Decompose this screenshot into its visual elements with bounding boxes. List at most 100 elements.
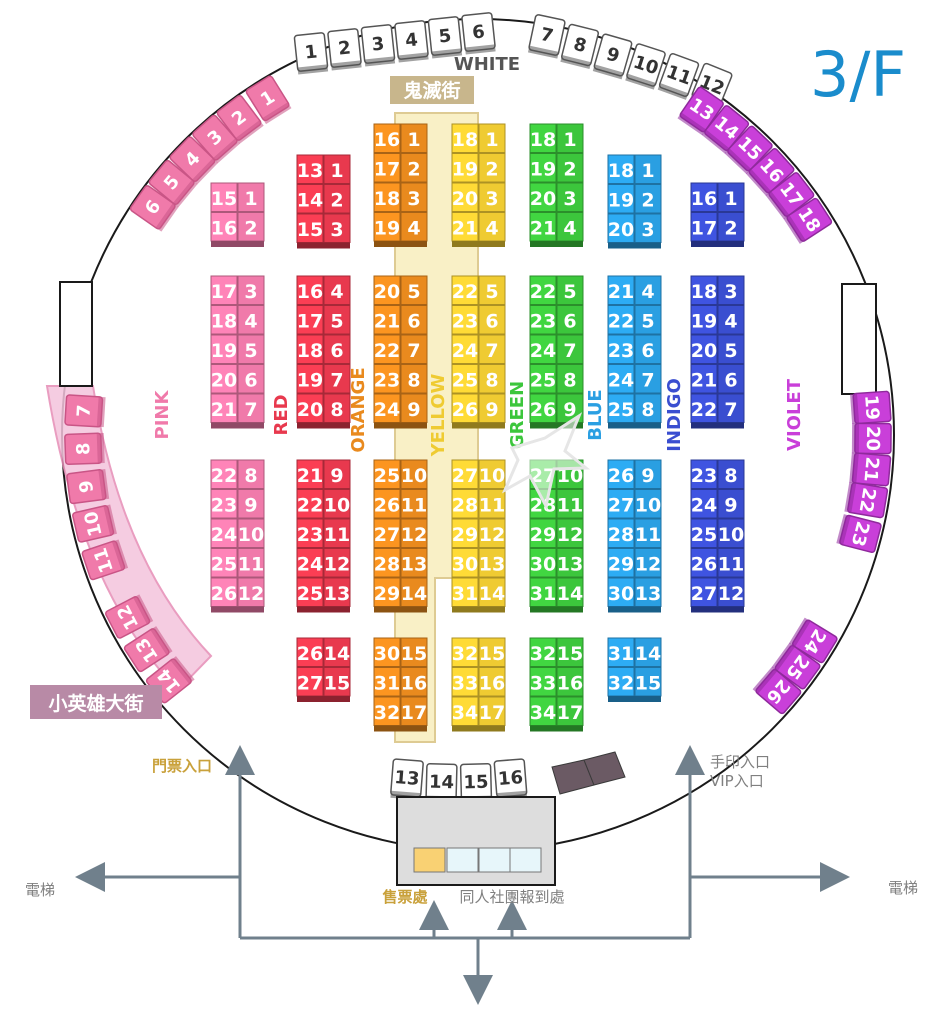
booth-red-27[interactable]: 27 bbox=[296, 667, 324, 697]
booth-orange-10[interactable]: 10 bbox=[400, 459, 428, 489]
booth-blue-8[interactable]: 8 bbox=[634, 393, 662, 423]
booth-blue-14[interactable]: 14 bbox=[634, 637, 662, 667]
booth-blue-19[interactable]: 19 bbox=[607, 184, 635, 214]
booth-orange-12[interactable]: 12 bbox=[400, 518, 428, 548]
booth-orange-14[interactable]: 14 bbox=[400, 577, 428, 607]
booth-red-12[interactable]: 12 bbox=[323, 548, 351, 578]
booth-blue-29[interactable]: 29 bbox=[607, 548, 635, 578]
booth-indigo-19[interactable]: 19 bbox=[690, 305, 718, 335]
booth-indigo-3[interactable]: 3 bbox=[717, 275, 745, 305]
booth-green-31[interactable]: 31 bbox=[529, 577, 557, 607]
booth-red-25[interactable]: 25 bbox=[296, 577, 324, 607]
booth-pink-8[interactable]: 8 bbox=[237, 459, 265, 489]
booth-orange-3[interactable]: 3 bbox=[400, 182, 428, 212]
booth-indigo-26[interactable]: 26 bbox=[690, 548, 718, 578]
booth-blue-2[interactable]: 2 bbox=[634, 184, 662, 214]
booth-blue-6[interactable]: 6 bbox=[634, 334, 662, 364]
booth-pink-26[interactable]: 26 bbox=[210, 577, 238, 607]
booth-blue-18[interactable]: 18 bbox=[607, 154, 635, 184]
booth-yellow-3[interactable]: 3 bbox=[478, 182, 506, 212]
booth-red-4[interactable]: 4 bbox=[323, 275, 351, 305]
booth-orange-27[interactable]: 27 bbox=[373, 518, 401, 548]
booth-indigo-20[interactable]: 20 bbox=[690, 334, 718, 364]
booth-blue-20[interactable]: 20 bbox=[607, 213, 635, 243]
booth-orange-8[interactable]: 8 bbox=[400, 364, 428, 394]
booth-yellow-9[interactable]: 9 bbox=[478, 393, 506, 423]
booth-blue-15[interactable]: 15 bbox=[634, 667, 662, 697]
booth-red-18[interactable]: 18 bbox=[296, 334, 324, 364]
booth-yellow-28[interactable]: 28 bbox=[451, 489, 479, 519]
booth-red-14[interactable]: 14 bbox=[323, 637, 351, 667]
booth-blue-4[interactable]: 4 bbox=[634, 275, 662, 305]
booth-orange-17[interactable]: 17 bbox=[400, 696, 428, 726]
booth-red-9[interactable]: 9 bbox=[323, 459, 351, 489]
pink-wall-booth-2[interactable]: 2 bbox=[216, 94, 264, 144]
pink-wall-booth-12[interactable]: 12 bbox=[105, 594, 154, 639]
booth-yellow-22[interactable]: 22 bbox=[451, 275, 479, 305]
white-booth-13[interactable]: 13 bbox=[390, 758, 424, 801]
booth-yellow-13[interactable]: 13 bbox=[478, 548, 506, 578]
violet-wall-booth-18[interactable]: 18 bbox=[783, 197, 833, 244]
booth-green-8[interactable]: 8 bbox=[556, 364, 584, 394]
booth-red-13[interactable]: 13 bbox=[296, 154, 324, 184]
booth-orange-11[interactable]: 11 bbox=[400, 489, 428, 519]
booth-green-15[interactable]: 15 bbox=[556, 637, 584, 667]
booth-indigo-24[interactable]: 24 bbox=[690, 489, 718, 519]
white-booth-10[interactable]: 10 bbox=[625, 43, 666, 90]
booth-green-25[interactable]: 25 bbox=[529, 364, 557, 394]
booth-orange-28[interactable]: 28 bbox=[373, 548, 401, 578]
white-booth-7[interactable]: 7 bbox=[527, 14, 566, 59]
violet-wall-booth-20[interactable]: 20 bbox=[851, 422, 892, 455]
violet-wall-booth-25[interactable]: 25 bbox=[771, 642, 821, 690]
booth-indigo-7[interactable]: 7 bbox=[717, 393, 745, 423]
booth-green-29[interactable]: 29 bbox=[529, 518, 557, 548]
booth-orange-30[interactable]: 30 bbox=[373, 637, 401, 667]
booth-yellow-21[interactable]: 21 bbox=[451, 212, 479, 242]
booth-orange-20[interactable]: 20 bbox=[373, 275, 401, 305]
booth-green-17[interactable]: 17 bbox=[556, 696, 584, 726]
pink-wall-booth-5[interactable]: 5 bbox=[148, 159, 198, 208]
booth-green-11[interactable]: 11 bbox=[556, 489, 584, 519]
booth-indigo-10[interactable]: 10 bbox=[717, 518, 745, 548]
violet-wall-booth-22[interactable]: 22 bbox=[844, 481, 889, 519]
pink-wall-booth-6[interactable]: 6 bbox=[129, 185, 179, 232]
booth-green-33[interactable]: 33 bbox=[529, 667, 557, 697]
booth-yellow-33[interactable]: 33 bbox=[451, 667, 479, 697]
booth-indigo-23[interactable]: 23 bbox=[690, 459, 718, 489]
booth-red-22[interactable]: 22 bbox=[296, 489, 324, 519]
booth-yellow-23[interactable]: 23 bbox=[451, 305, 479, 335]
booth-yellow-8[interactable]: 8 bbox=[478, 364, 506, 394]
booth-pink-24[interactable]: 24 bbox=[210, 518, 238, 548]
booth-pink-4[interactable]: 4 bbox=[237, 305, 265, 335]
booth-indigo-25[interactable]: 25 bbox=[690, 518, 718, 548]
booth-green-26[interactable]: 26 bbox=[529, 393, 557, 423]
white-booth-2[interactable]: 2 bbox=[327, 28, 362, 71]
booth-red-8[interactable]: 8 bbox=[323, 393, 351, 423]
booth-red-17[interactable]: 17 bbox=[296, 305, 324, 335]
booth-yellow-7[interactable]: 7 bbox=[478, 334, 506, 364]
booth-green-1[interactable]: 1 bbox=[556, 123, 584, 153]
booth-orange-31[interactable]: 31 bbox=[373, 667, 401, 697]
booth-orange-13[interactable]: 13 bbox=[400, 548, 428, 578]
booth-green-21[interactable]: 21 bbox=[529, 212, 557, 242]
booth-blue-28[interactable]: 28 bbox=[607, 518, 635, 548]
pink-wall-booth-1[interactable]: 1 bbox=[245, 75, 292, 125]
booth-orange-22[interactable]: 22 bbox=[373, 334, 401, 364]
booth-orange-9[interactable]: 9 bbox=[400, 393, 428, 423]
booth-red-6[interactable]: 6 bbox=[323, 334, 351, 364]
booth-yellow-29[interactable]: 29 bbox=[451, 518, 479, 548]
white-booth-9[interactable]: 9 bbox=[592, 33, 633, 80]
booth-blue-27[interactable]: 27 bbox=[607, 489, 635, 519]
booth-yellow-2[interactable]: 2 bbox=[478, 153, 506, 183]
booth-blue-7[interactable]: 7 bbox=[634, 364, 662, 394]
booth-red-14[interactable]: 14 bbox=[296, 184, 324, 214]
booth-green-24[interactable]: 24 bbox=[529, 334, 557, 364]
pink-wall-booth-9[interactable]: 9 bbox=[66, 468, 110, 505]
booth-yellow-4[interactable]: 4 bbox=[478, 212, 506, 242]
booth-orange-25[interactable]: 25 bbox=[373, 459, 401, 489]
booth-orange-15[interactable]: 15 bbox=[400, 637, 428, 667]
booth-yellow-26[interactable]: 26 bbox=[451, 393, 479, 423]
booth-green-23[interactable]: 23 bbox=[529, 305, 557, 335]
booth-green-13[interactable]: 13 bbox=[556, 548, 584, 578]
booth-blue-3[interactable]: 3 bbox=[634, 213, 662, 243]
